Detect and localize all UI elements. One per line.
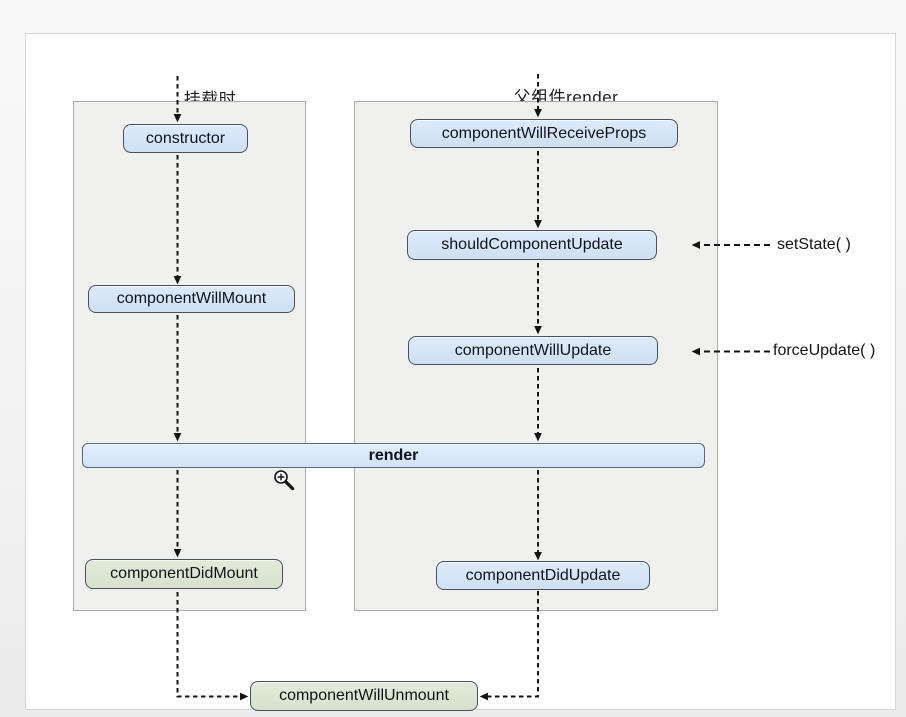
node-render: render [82,443,705,468]
mount-phase-panel [73,101,306,611]
node-should-component-update: shouldComponentUpdate [407,230,657,260]
node-component-did-update: componentDidUpdate [436,561,650,590]
node-component-did-mount: componentDidMount [85,559,283,589]
node-component-will-mount: componentWillMount [88,285,295,313]
node-component-will-receive-props: componentWillReceiveProps [410,119,678,148]
node-component-will-unmount: componentWillUnmount [250,681,478,711]
forceupdate-annotation: forceUpdate( ) [773,342,876,359]
node-constructor: constructor [123,124,248,153]
setstate-annotation: setState( ) [777,236,851,253]
node-component-will-update: componentWillUpdate [408,336,658,365]
